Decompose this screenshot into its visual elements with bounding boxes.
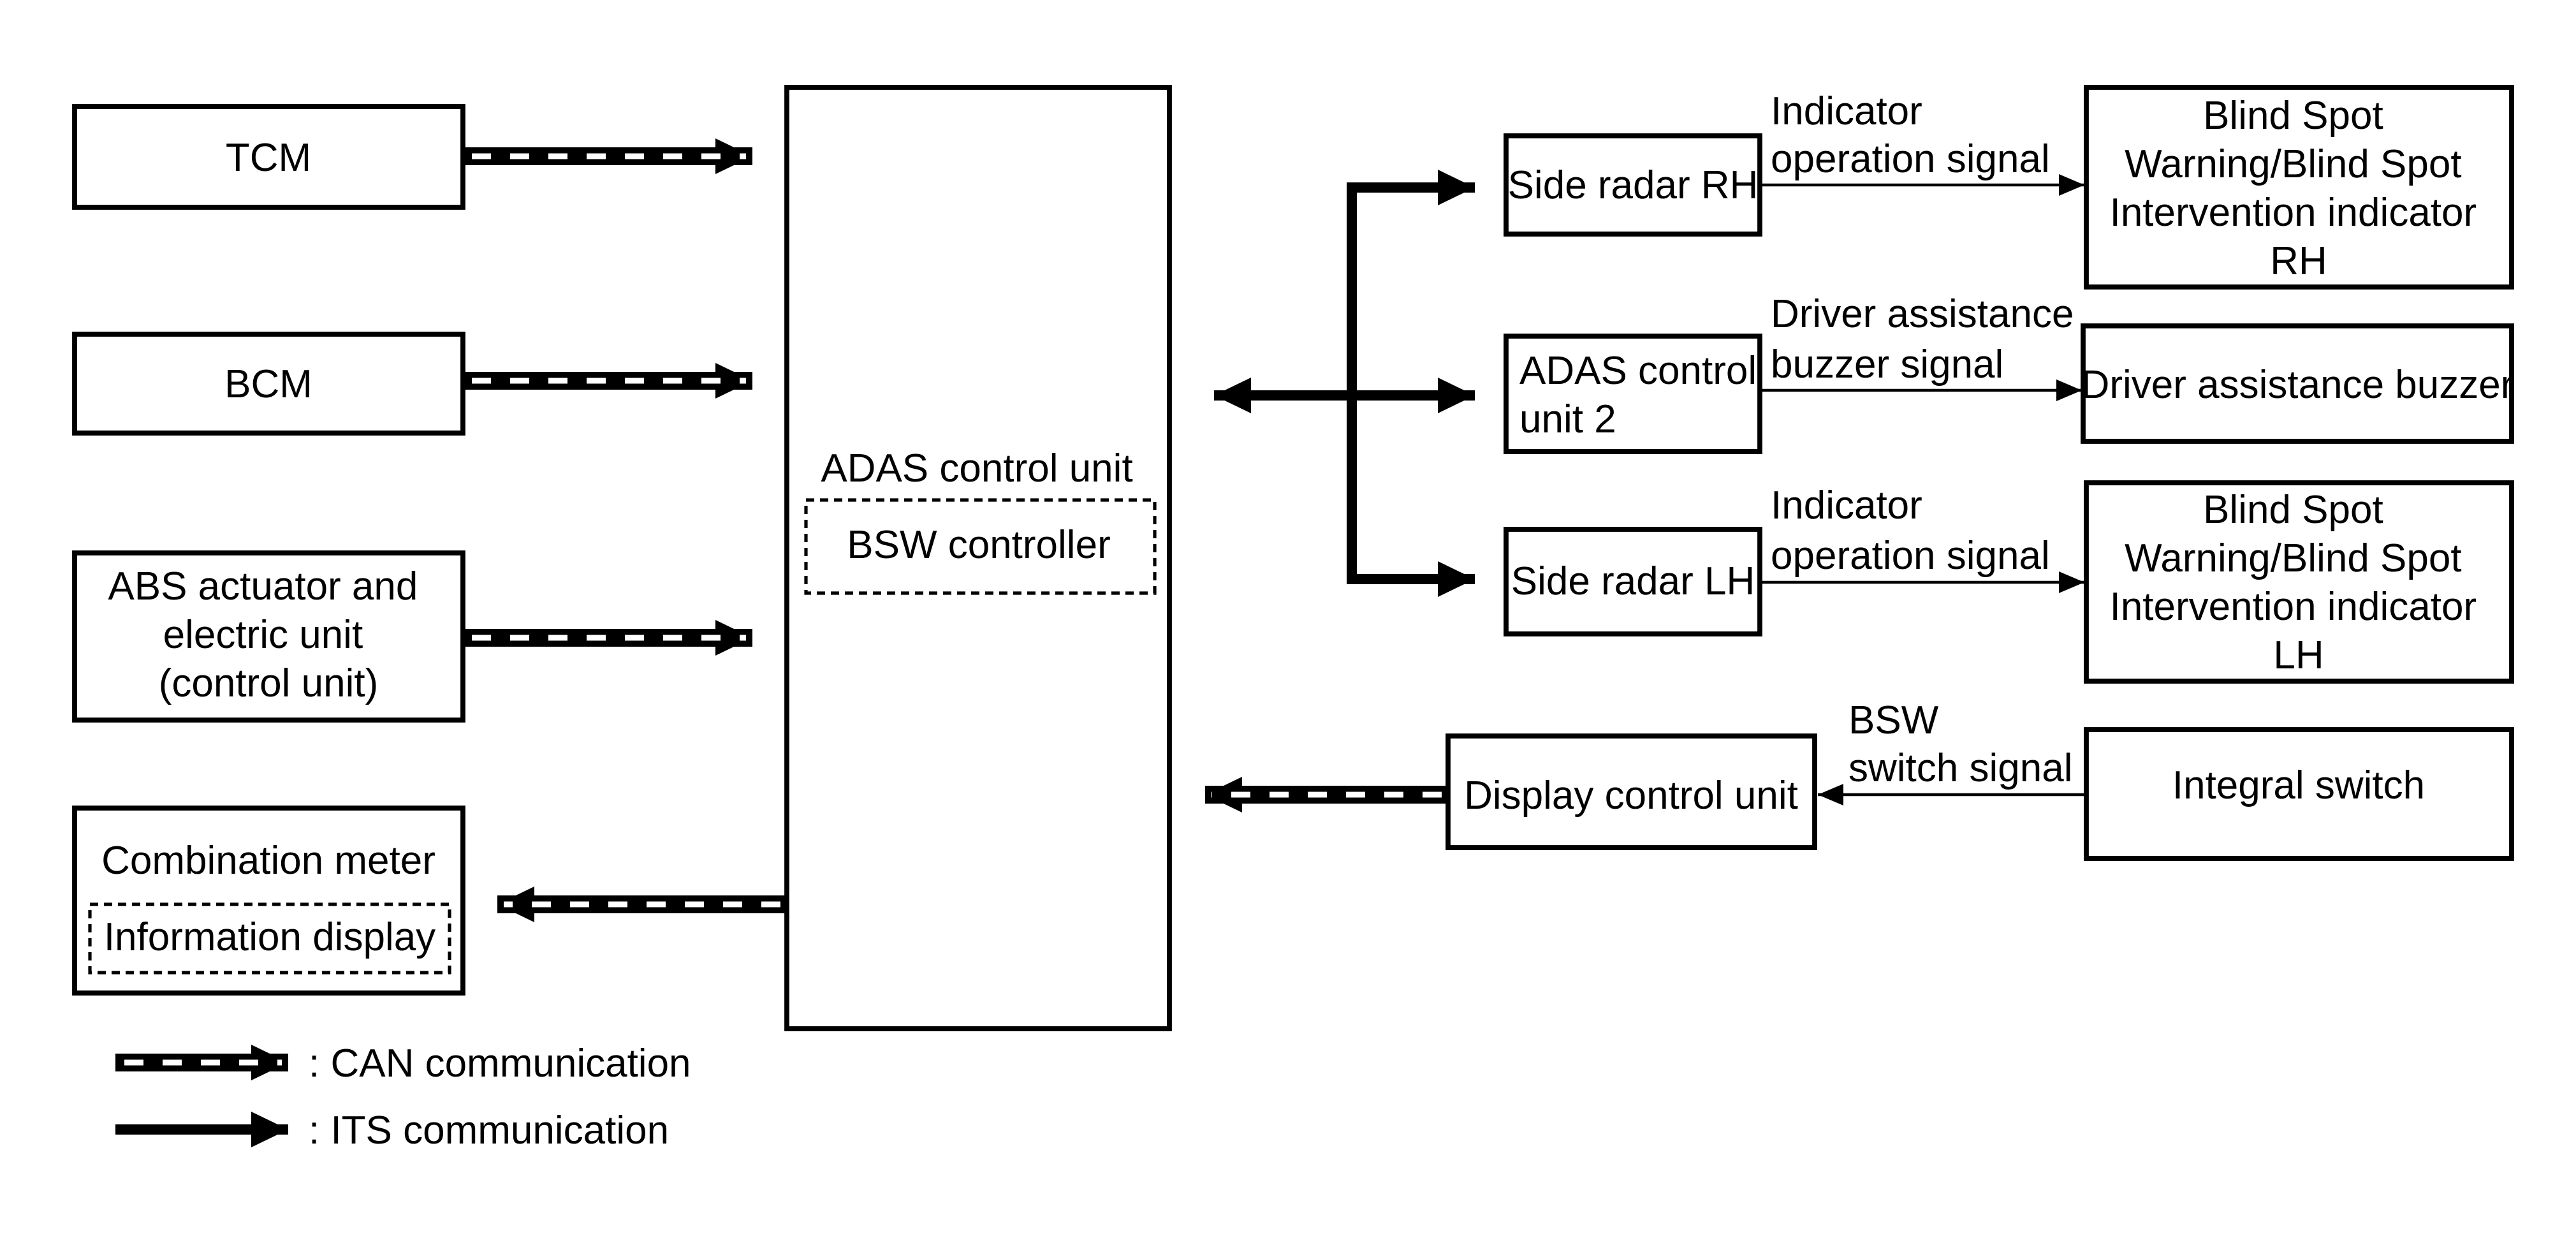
svg-text:ABS actuator and electri: ABS actuator and electric unit (control … [108, 564, 428, 705]
svg-text:BCM: BCM [224, 362, 312, 406]
svg-text:Blind Spot Warning/Blind: Blind Spot Warning/Blind Spot Interventi… [2110, 488, 2488, 677]
edge-label-buzzer-signal: Driver assistance buzzer signal [1771, 292, 2085, 386]
node-abs-actuator: ABS actuator and electric unit (control … [72, 550, 465, 723]
can-connections [463, 138, 1448, 922]
node-adas-control-unit: ADAS control unit BSW controller [784, 85, 1172, 1031]
svg-text:Integral switch: Integral switch [2172, 763, 2425, 807]
edge-label-bsw-switch: BSW switch signal [1848, 698, 2072, 790]
svg-text:Display control unit: Display control unit [1464, 774, 1798, 818]
node-display-control-unit: Display control unit [1445, 733, 1817, 850]
edge-adas-to-side-radar-rh [1347, 170, 1475, 395]
node-bcm: BCM [72, 332, 465, 436]
svg-text:ADAS control unit 2: ADAS control unit 2 [1519, 349, 1767, 441]
svg-text:ADAS control unit: ADAS control unit [821, 446, 1132, 490]
svg-text:BSW controller: BSW controller [847, 523, 1110, 567]
node-tcm: TCM [72, 104, 465, 210]
signal-connections [1762, 174, 2084, 806]
node-bsw-controller: BSW controller [804, 498, 1157, 595]
svg-text:Blind Spot Warning/Blind: Blind Spot Warning/Blind Spot Interventi… [2110, 94, 2488, 283]
legend: : CAN communication : ITS communication [115, 1041, 691, 1152]
svg-text:Information display: Information display [104, 915, 435, 959]
svg-text:Side radar LH: Side radar LH [1511, 559, 1755, 603]
svg-text:Driver assistance buzzer: Driver assistance buzzer [2081, 363, 2514, 407]
node-adas-control-unit-2: ADAS control unit 2 [1504, 334, 1767, 454]
edge-label-indicator-lh: Indicator operation signal [1771, 483, 2050, 578]
svg-text:Side radar RH: Side radar RH [1508, 163, 1759, 207]
node-bsw-indicator-lh: Blind Spot Warning/Blind Spot Interventi… [2084, 480, 2514, 684]
signal-labels: Indicator operation signal Driver assist… [1771, 89, 2085, 790]
legend-can-label: : CAN communication [309, 1041, 691, 1085]
legend-its-label: : ITS communication [309, 1108, 669, 1152]
node-side-radar-rh: Side radar RH [1504, 133, 1762, 237]
svg-text:TCM: TCM [226, 136, 311, 180]
node-bsw-indicator-rh: Blind Spot Warning/Blind Spot Interventi… [2084, 85, 2514, 290]
svg-text:Combination meter: Combination meter [101, 839, 435, 883]
its-connections [1214, 170, 1475, 597]
node-combination-meter: Combination meter Information display [72, 806, 465, 996]
node-information-display: Information display [88, 902, 451, 975]
node-integral-switch: Integral switch [2084, 727, 2514, 861]
node-driver-assistance-buzzer: Driver assistance buzzer [2081, 323, 2514, 444]
node-side-radar-lh: Side radar LH [1504, 527, 1762, 636]
edge-label-indicator-rh: Indicator operation signal [1771, 89, 2050, 181]
edge-adas-to-side-radar-lh [1347, 395, 1475, 597]
